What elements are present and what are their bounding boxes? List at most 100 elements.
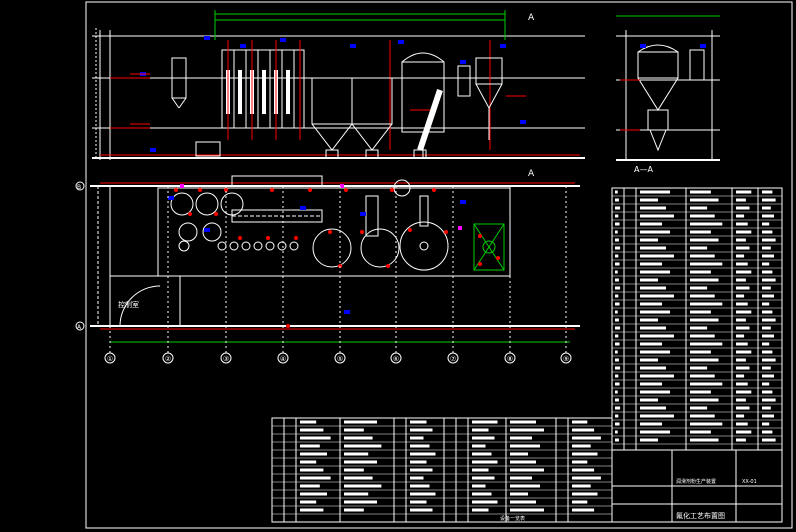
- table-cell-text-block: [690, 214, 715, 218]
- table-cell-text-block: [410, 444, 430, 448]
- table-cell-text-block: [615, 414, 619, 418]
- table-cell-text-block: [640, 430, 670, 434]
- table-cell-text-block: [736, 326, 750, 330]
- table-cell-text-block: [736, 366, 750, 370]
- table-cell-text-block: [762, 318, 776, 322]
- table-cell-text-block: [690, 382, 723, 386]
- table-cell-text-block: [472, 492, 492, 496]
- table-cell-text-block: [410, 428, 433, 432]
- table-cell-text-block: [300, 500, 317, 504]
- table-cell-text-block: [762, 358, 776, 362]
- table-cell-text-block: [472, 420, 498, 424]
- table-cell-text-block: [640, 438, 658, 442]
- table-cell-text-block: [472, 444, 486, 448]
- table-cell-text-block: [690, 278, 719, 282]
- table-cell-text-block: [615, 198, 619, 202]
- table-cell-text-block: [615, 246, 621, 250]
- table-cell-text-block: [344, 468, 364, 472]
- table-cell-text-block: [690, 342, 723, 346]
- table-cell-text-block: [736, 222, 748, 226]
- table-cell-text-block: [690, 350, 711, 354]
- table-cell-text-block: [344, 500, 377, 504]
- table-cell-text-block: [762, 206, 771, 210]
- table-cell-text-block: [736, 286, 750, 290]
- table-cell-text-block: [344, 484, 382, 488]
- axis-bubble-7: [447, 352, 459, 364]
- table-cell-text-block: [690, 246, 708, 250]
- axis-label-b: B: [77, 184, 81, 191]
- table-cell-text-block: [690, 326, 708, 330]
- table-cell-text-block: [615, 254, 619, 258]
- table-cell-text-block: [640, 206, 666, 210]
- table-cell-text-block: [410, 460, 427, 464]
- table-cell-text-block: [640, 222, 662, 226]
- table-cell-text-block: [344, 444, 382, 448]
- table-cell-text-block: [410, 420, 427, 424]
- table-cell-text-block: [640, 230, 670, 234]
- table-cell-text-block: [640, 318, 658, 322]
- table-cell-text-block: [762, 382, 770, 386]
- table-cell-text-block: [572, 508, 595, 512]
- table-cell-text-block: [300, 436, 331, 440]
- table-cell-text-block: [736, 390, 752, 394]
- table-cell-text-block: [300, 428, 324, 432]
- table-cell-text-block: [615, 310, 618, 314]
- table-cell-text-block: [510, 428, 544, 432]
- table-cell-text-block: [736, 278, 746, 282]
- table-cell-text-block: [690, 198, 719, 202]
- table-cell-text-block: [615, 302, 620, 306]
- table-cell-text-block: [690, 334, 715, 338]
- title-block-drawing-no: XX-01: [742, 479, 757, 485]
- table-cell-text-block: [640, 414, 674, 418]
- table-cell-text-block: [762, 414, 774, 418]
- table-cell-text-block: [762, 254, 774, 258]
- table-cell-text-block: [300, 476, 331, 480]
- table-cell-text-block: [736, 382, 748, 386]
- table-cell-text-block: [762, 198, 776, 202]
- table-cell-text-block: [736, 294, 745, 298]
- table-cell-text-block: [690, 294, 715, 298]
- table-cell-text-block: [690, 398, 719, 402]
- table-cell-text-block: [572, 428, 595, 432]
- table-cell-text-block: [640, 406, 666, 410]
- table-cell-text-block: [472, 484, 486, 488]
- table-cell-text-block: [736, 406, 750, 410]
- table-cell-text-block: [615, 406, 621, 410]
- table-cell-text-block: [762, 374, 774, 378]
- table-cell-text-block: [690, 406, 708, 410]
- table-cell-text-block: [640, 398, 658, 402]
- table-cell-text-block: [690, 286, 708, 290]
- table-cell-text-block: [640, 294, 674, 298]
- table-cell-text-block: [640, 254, 674, 258]
- table-cell-text-block: [300, 484, 320, 488]
- table-cell-text-block: [300, 468, 324, 472]
- table-cell-text-block: [344, 420, 377, 424]
- table-cell-text-block: [410, 476, 424, 480]
- plan-view: 控制室: [75, 175, 580, 364]
- table-cell-text-block: [736, 246, 750, 250]
- table-cell-text-block: [615, 398, 619, 402]
- table-cell-text-block: [762, 246, 771, 250]
- table-cell-text-block: [572, 452, 598, 456]
- table-cell-text-block: [762, 222, 770, 226]
- table-cell-text-block: [762, 334, 774, 338]
- axis-num-2: ②: [165, 355, 171, 363]
- equipment-table-bottom: [271, 417, 613, 523]
- table-cell-text-block: [690, 438, 719, 442]
- table-cell-text-block: [410, 500, 427, 504]
- table-cell-text-block: [572, 444, 591, 448]
- table-cell-text-block: [640, 262, 662, 266]
- table-cell-text-block: [762, 262, 770, 266]
- table-cell-text-block: [690, 254, 715, 258]
- section-view-label: A—A: [634, 165, 653, 174]
- table-cell-text-block: [762, 230, 773, 234]
- table-cell-text-block: [736, 238, 746, 242]
- table-cell-text-block: [615, 278, 619, 282]
- table-cell-text-block: [640, 366, 666, 370]
- table-cell-text-block: [762, 438, 776, 442]
- table-cell-text-block: [762, 366, 771, 370]
- table-cell-text-block: [615, 222, 620, 226]
- title-block: 润滑剂粉生产装置 氟化工艺布置图 XX-01 设备一览表: [500, 449, 783, 523]
- table-cell-text-block: [300, 460, 317, 464]
